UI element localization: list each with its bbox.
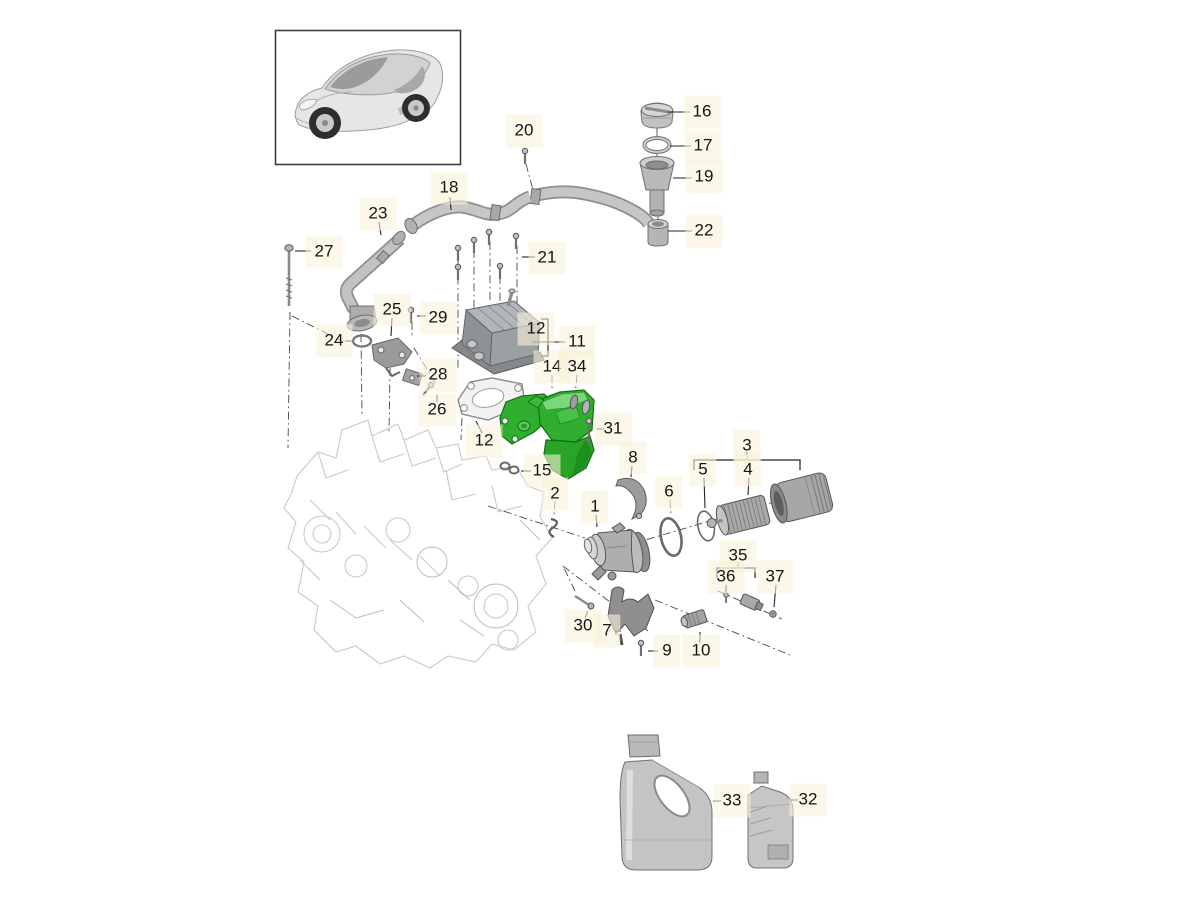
leader-line-12: [475, 420, 483, 434]
part-8-clamp-strap: [615, 477, 647, 521]
leader-line-4: [747, 477, 750, 496]
windshield: [330, 57, 388, 90]
part-1-oil-pump: [583, 522, 651, 581]
leader-line-8: [630, 465, 633, 478]
headlight: [298, 98, 318, 111]
front-wheel: [309, 107, 341, 139]
part-32-oil-bottle: [747, 771, 794, 869]
part-10-fitting: [680, 609, 708, 629]
leader-line-37: [773, 584, 777, 608]
part-16-filler-cap: [640, 102, 674, 129]
part-19-filler-funnel: [639, 156, 675, 217]
part-33-oil-jug: [619, 734, 713, 871]
engine-block-drawing: [283, 419, 553, 669]
part-23-oil-pipe: [339, 230, 406, 332]
part-3-filter-housing-cap: [769, 472, 834, 524]
vehicle-thumbnail: [274, 29, 462, 166]
leader-line-23: [378, 221, 382, 236]
leader-line-5: [703, 477, 706, 509]
part-6-o-ring: [659, 516, 683, 558]
part-36-screw: [723, 592, 729, 603]
part-22-filler-elbow: [529, 185, 669, 247]
group-bracket-1: [693, 459, 801, 470]
part-35-oil-level-sensor: [739, 593, 764, 612]
leader-line-30: [584, 610, 589, 619]
leader-line-18: [449, 196, 452, 211]
part-2-retaining-clip: [548, 517, 558, 538]
part-18-vent-tube: [404, 190, 533, 235]
part-15-seal-rings: [499, 461, 520, 475]
part-17-seal-ring: [642, 136, 672, 154]
part-28-retainer-plate: [401, 368, 424, 387]
part-34-seal-discs: [569, 394, 591, 415]
part-25-support-bracket: [371, 337, 413, 378]
part-27-long-bolt: [284, 244, 294, 306]
group-bracket-3: [716, 567, 756, 578]
part-37-nut: [769, 610, 777, 618]
leader-line-1: [595, 514, 598, 528]
part-31-screw: [585, 417, 593, 446]
leader-line-25: [390, 317, 393, 337]
rear-wheel: [402, 94, 430, 122]
group-bracket-0: [541, 318, 549, 357]
part-4-oil-filter-element: [706, 495, 771, 536]
part-30-bolt: [574, 594, 595, 610]
